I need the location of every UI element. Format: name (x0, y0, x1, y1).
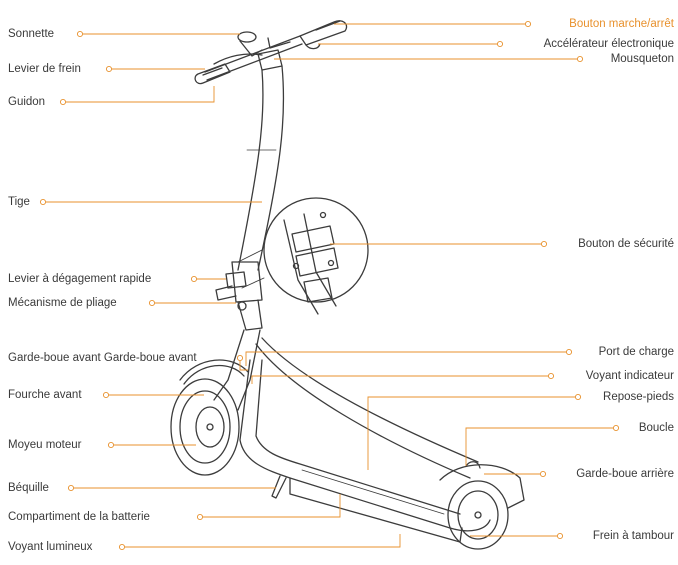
leader-accelerateur (318, 40, 504, 48)
leader-garde-boue-arriere (484, 470, 547, 478)
leader-garde-boue-avant (236, 354, 248, 371)
leader-bequille (67, 484, 276, 492)
leader-repose-pieds (367, 393, 582, 470)
label-port-charge: Port de charge (598, 346, 674, 358)
scooter-drawing (170, 20, 525, 550)
label-repose-pieds: Repose-pieds (603, 391, 674, 403)
leader-boucle (465, 424, 620, 466)
leader-frein-tambour (470, 532, 564, 540)
leader-mousqueton (274, 55, 584, 63)
handlebar (194, 20, 348, 85)
label-levier-frein: Levier de frein (8, 63, 81, 75)
label-moyeu-moteur: Moyeu moteur (8, 439, 82, 451)
label-levier-degagement: Levier à dégagement rapide (8, 273, 152, 285)
leader-levier-frein (105, 65, 205, 73)
folding-mechanism (215, 261, 263, 331)
label-bouton-securite: Bouton de sécurité (578, 238, 674, 250)
label-bequille: Béquille (8, 482, 49, 494)
label-voyant-indicateur: Voyant indicateur (585, 370, 674, 382)
leader-sonnette (76, 30, 240, 38)
label-tige: Tige (8, 196, 30, 208)
label-frein-tambour: Frein à tambour (592, 530, 674, 542)
stem (237, 65, 285, 271)
front-wheel (170, 378, 240, 476)
front-fork (179, 329, 261, 411)
leader-port-charge (245, 348, 573, 366)
leader-mecanisme-pliage (148, 299, 236, 307)
kickstand (271, 475, 287, 499)
leader-levier-degagement (190, 275, 226, 283)
deck (239, 337, 491, 543)
safety-button-inset (237, 197, 369, 315)
label-mecanisme-pliage: Mécanisme de pliage (8, 297, 117, 309)
leader-voyant-lumineux (118, 534, 401, 551)
label-compartiment-batterie: Compartiment de la batterie (8, 511, 150, 523)
label-voyant-lumineux: Voyant lumineux (8, 541, 93, 553)
leader-fourche-avant (102, 391, 204, 399)
leader-bouton-marche (334, 20, 532, 28)
label-mousqueton: Mousqueton (610, 53, 674, 65)
label-sonnette: Sonnette (8, 28, 55, 40)
rear-assembly (439, 461, 525, 550)
label-guidon: Guidon (8, 96, 46, 108)
leader-tige (39, 198, 262, 206)
leader-voyant-indicateur (251, 372, 555, 384)
label-bouton-marche: Bouton marche/arrêt (569, 18, 674, 30)
leader-guidon (59, 86, 215, 106)
label-garde-boue-avant: Garde-boue avant Garde-boue avant (8, 352, 197, 364)
leader-moyeu-moteur (107, 441, 196, 449)
leader-compartiment-batterie (196, 494, 341, 521)
label-accelerateur: Accélérateur électronique (543, 38, 674, 50)
leader-lines (39, 20, 620, 551)
label-garde-boue-arriere: Garde-boue arrière (576, 468, 674, 480)
label-fourche-avant: Fourche avant (8, 389, 82, 401)
leader-bouton-securite (330, 240, 548, 248)
label-boucle: Boucle (638, 422, 674, 434)
